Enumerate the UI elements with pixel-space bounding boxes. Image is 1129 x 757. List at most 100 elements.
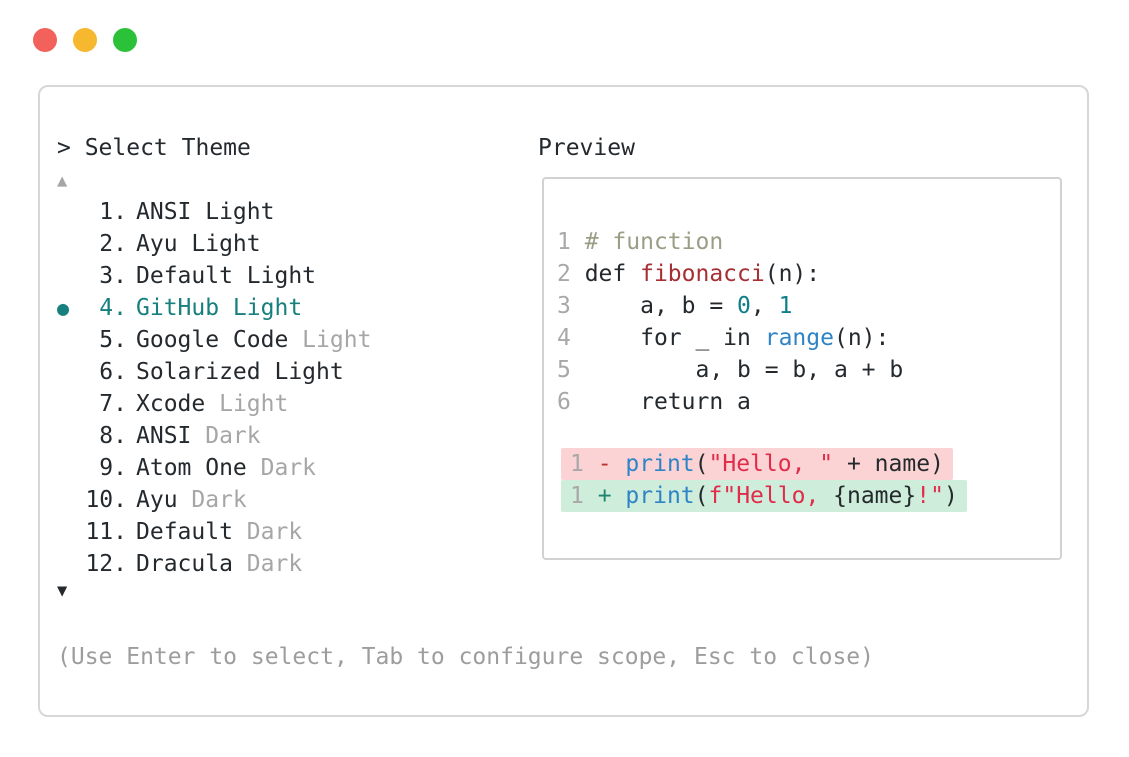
line-number: 3 [557,293,585,319]
theme-item-name: Solarized Light [136,359,344,385]
code-token: range [764,325,834,351]
diff-sample: 1 - print("Hello, " + name)1 + print(f"H… [557,448,1060,512]
theme-item-name: Default Light [136,263,317,289]
theme-item-name: Default [136,519,233,545]
code-token: ( [694,483,709,509]
theme-item-variant: Dark [232,551,303,577]
code-token: + name) [833,451,944,477]
theme-item-number: 1. [99,199,127,225]
theme-item-12[interactable]: 12. Dracula Dark [57,548,371,580]
code-line: 5 a, b = b, a + b [557,354,1060,386]
theme-item-10[interactable]: 10. Ayu Dark [57,484,371,516]
theme-item-name: ANSI Light [136,199,275,225]
code-token: return a [584,389,751,415]
theme-item-variant: Dark [177,487,247,513]
code-token: fibonacci [640,261,765,287]
code-token: (n): [764,261,821,287]
code-spacer [557,418,1060,448]
diff-line-removed: 1 - print("Hello, " + name) [561,448,953,480]
diff-line-added: 1 + print(f"Hello, {name}!") [561,480,967,512]
theme-list: 1. ANSI Light 2. Ayu Light 3. Default Light ● 4… [57,196,371,580]
code-token: print [625,451,695,477]
theme-item-3[interactable]: 3. Default Light [57,260,371,292]
theme-item-number: 3. [99,263,127,289]
theme-item-number: 6. [99,359,127,385]
theme-item-variant: Dark [191,423,261,449]
keyboard-hint: (Use Enter to select, Tab to configure s… [57,644,874,670]
code-token: (n): [833,325,890,351]
theme-item-2[interactable]: 2. Ayu Light [57,228,371,260]
theme-item-number: 4. [99,295,127,321]
select-theme-prompt: > Select Theme [57,135,251,161]
theme-item-variant: Dark [232,519,303,545]
line-number: 5 [557,357,585,383]
theme-item-5[interactable]: 5. Google Code Light [57,324,371,356]
theme-item-variant: Light [205,391,289,417]
theme-item-number: 7. [99,391,127,417]
line-number: 4 [557,325,585,351]
theme-item-number: 5. [99,327,127,353]
line-number: 1 [570,451,598,477]
code-token: !" [916,483,944,509]
code-line: 1 # function [557,226,1060,258]
theme-item-name: Ayu Light [136,231,261,257]
code-token: a, b = b, a + b [584,357,904,383]
code-line: 4 for _ in range(n): [557,322,1060,354]
code-line: 2 def fibonacci(n): [557,258,1060,290]
code-token: {name} [833,483,917,509]
theme-item-variant: Light [288,327,372,353]
selected-bullet-icon: ● [57,296,70,320]
theme-item-name: Atom One [136,455,247,481]
code-token: # function [584,229,724,255]
theme-item-name: ANSI [136,423,192,449]
theme-item-1[interactable]: 1. ANSI Light [57,196,371,228]
theme-item-name: Ayu [136,487,178,513]
scroll-up-icon[interactable]: ▲ [57,171,68,191]
code-token: ( [694,451,709,477]
line-number: 1 [557,229,585,255]
theme-item-number: 12. [85,551,127,577]
code-token: a, b = [584,293,738,319]
window-controls [33,28,137,52]
code-token: for _ in [584,325,765,351]
diff-sign-removed: - [597,451,626,477]
theme-item-11[interactable]: 11. Default Dark [57,516,371,548]
close-button[interactable] [33,28,57,52]
code-token: ) [943,483,958,509]
theme-item-7[interactable]: 7. Xcode Light [57,388,371,420]
theme-item-name: Google Code [136,327,289,353]
theme-item-number: 8. [99,423,127,449]
minimize-button[interactable] [73,28,97,52]
code-token: def [584,261,641,287]
theme-picker-panel: > Select Theme ▲ 1. ANSI Light 2. Ayu Light… [38,85,1089,717]
code-token: print [625,483,695,509]
theme-item-number: 11. [85,519,127,545]
theme-item-name: Dracula [136,551,233,577]
code-token: , [750,293,779,319]
code-token: 0 [737,293,751,319]
code-token: f"Hello, [708,483,834,509]
code-token: "Hello, " [708,451,834,477]
code-line: 6 return a [557,386,1060,418]
theme-item-number: 2. [99,231,127,257]
line-number: 2 [557,261,585,287]
preview-title: Preview [538,135,635,161]
theme-item-name: Xcode [136,391,206,417]
theme-item-9[interactable]: 9. Atom One Dark [57,452,371,484]
theme-item-4[interactable]: ● 4. GitHub Light [57,292,371,324]
line-number: 1 [570,483,598,509]
theme-item-8[interactable]: 8. ANSI Dark [57,420,371,452]
diff-sign-added: + [597,483,626,509]
theme-item-variant: Dark [246,455,317,481]
code-token: 1 [778,293,793,319]
theme-item-number: 10. [85,487,127,513]
theme-item-6[interactable]: 6. Solarized Light [57,356,371,388]
line-number: 6 [557,389,585,415]
theme-item-name: GitHub Light [136,295,303,321]
scroll-down-icon[interactable]: ▼ [57,581,68,601]
maximize-button[interactable] [113,28,137,52]
theme-item-number: 9. [99,455,127,481]
